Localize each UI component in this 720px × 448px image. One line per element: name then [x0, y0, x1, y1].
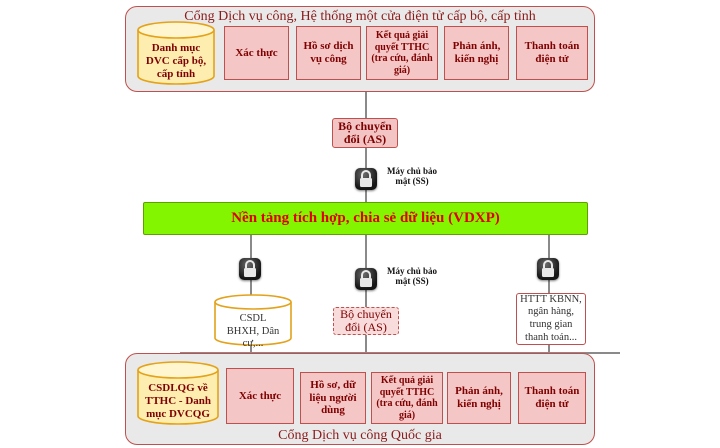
right-security-lock — [537, 258, 559, 280]
bottom-user-data-box: Hồ sơ, dữ liệu người dùng — [300, 372, 366, 424]
lock-icon — [360, 270, 372, 287]
connector-bus-left — [250, 235, 252, 353]
lock-icon — [244, 260, 256, 277]
bottom-auth-box: Xác thực — [226, 368, 294, 424]
top-converter-as: Bộ chuyển đổi (AS) — [332, 118, 398, 148]
lock-icon — [542, 260, 554, 277]
left-security-lock — [239, 258, 261, 280]
top-security-server-label: Máy chủ bảo mật (SS) — [386, 166, 437, 187]
top-portal-title: Cổng Dịch vụ công, Hệ thống một cửa điện… — [184, 9, 536, 24]
bottom-converter-as: Bộ chuyển đổi (AS) — [333, 307, 399, 335]
top-feedback-box: Phản ánh, kiến nghị — [444, 26, 509, 80]
bottom-payment-box: Thanh toán điện tử — [518, 372, 586, 424]
bottom-feedback-box: Phản ánh, kiến nghị — [447, 372, 511, 424]
databases-cylinder: CSDL BHXH, Dân cư,... — [213, 293, 293, 349]
database-cylinder-icon — [137, 361, 219, 425]
top-service-records-box: Hồ sơ dịch vụ công — [296, 26, 361, 80]
connector-top-to-as — [365, 92, 367, 118]
external-systems-box: HTTT KBNN, ngân hàng, trung gian thanh t… — [516, 293, 586, 345]
top-security-lock — [355, 168, 377, 190]
top-auth-box: Xác thực — [224, 26, 289, 80]
national-portal-title: Cổng Dịch vụ công Quốc gia — [278, 428, 442, 443]
bottom-results-box: Kết quả giải quyết TTHC (tra cứu, đánh g… — [371, 372, 443, 424]
database-cylinder-icon — [214, 294, 292, 346]
integration-platform-vdxp: Nền tảng tích hợp, chia sẻ dữ liệu (VDXP… — [143, 202, 588, 235]
database-cylinder-icon — [137, 21, 215, 85]
bottom-catalog-label: CSDLQG về TTHC - Danh mục DVCQG — [144, 382, 212, 421]
databases-label: CSDL BHXH, Dân cư,... — [226, 313, 280, 350]
top-results-box: Kết quả giải quyết TTHC (tra cứu, đánh g… — [366, 26, 438, 80]
top-catalog-database: Danh mục DVC cấp bộ, cấp tỉnh — [136, 20, 216, 86]
bottom-catalog-database: CSDLQG về TTHC - Danh mục DVCQG — [136, 360, 220, 426]
top-catalog-label: Danh mục DVC cấp bộ, cấp tỉnh — [145, 42, 207, 81]
lock-icon — [360, 170, 372, 187]
bottom-security-server-label: Máy chủ bảo mật (SS) — [386, 266, 437, 287]
connector-bus-to-bottom — [365, 235, 367, 353]
middle-security-lock — [355, 268, 377, 290]
top-payment-box: Thanh toán điện tử — [516, 26, 588, 80]
